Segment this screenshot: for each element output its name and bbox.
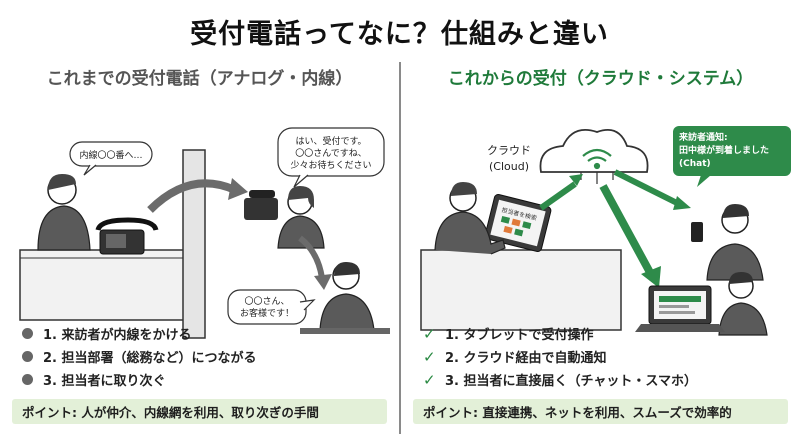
reception-phone-icon [244,190,278,220]
svg-text:来訪者通知:: 来訪者通知: [678,131,728,143]
wall-pillar [182,149,206,339]
gray-arrow-1 [147,179,237,213]
laptop-icon [635,285,725,332]
kiosk-desk [420,249,622,331]
cloud-steps: ✓1. タブレットで受付操作 ✓2. クラウド経由で自動通知 ✓3. 担当者に直… [423,322,793,391]
check-icon: ✓ [423,370,436,389]
cloud-icon [539,128,649,184]
center-divider [399,62,401,434]
cloud-step: ✓3. 担当者に直接届く（チャット・スマホ） [423,370,697,390]
laptop-user-figure [718,272,768,336]
staff-member-figure [300,262,390,334]
cloud-illustration: クラウド (Cloud) 担当者を検索 [420,126,791,336]
svg-text:〇〇さん、: 〇〇さん、 [244,296,289,307]
smartphone-icon [691,222,703,242]
legacy-illustration: 内線〇〇番へ… はい、受付です。 〇〇さんですね、 少々お待ちください [19,127,390,339]
green-arrow-laptop [599,184,657,280]
bullet-dot-icon [22,374,33,385]
page-title: 受付電話ってなに？仕組みと違い [190,19,609,50]
legacy-point: ポイント: 人が仲介、内線網を利用、取り次ぎの手間 [12,399,387,424]
phone-icon [95,217,159,255]
cloud-label: クラウド [487,144,531,157]
reception-speech-bubble: はい、受付です。 〇〇さんですね、 少々お待ちください [277,127,385,188]
legacy-steps: 1. 来訪者が内線をかける 2. 担当部署（総務など）につながる 3. 担当者に… [22,322,392,391]
gray-arrow-2 [298,235,325,279]
legacy-step: 1. 来訪者が内線をかける [22,322,392,345]
legacy-panel: これまでの受付電話（アナログ・内線） 内線〇〇番へ… [0,60,399,446]
cloud-step: ✓1. タブレットで受付操作 [423,324,594,344]
cloud-step: ✓2. クラウド経由で自動通知 [423,347,607,367]
green-arrow-phone [613,169,681,207]
svg-text:〇〇さんですね、: 〇〇さんですね、 [295,148,367,159]
legacy-step: 3. 担当者に取り次ぐ [22,368,392,391]
legacy-heading: これまでの受付電話（アナログ・内線） [46,69,353,89]
green-arrow-up [539,181,577,211]
legacy-step: 2. 担当部署（総務など）につながる [22,345,392,368]
chat-notification-bubble: 来訪者通知: 田中様が到着しました (Chat) [673,126,791,187]
visitor-bubble-text: 内線〇〇番へ… [79,149,142,161]
check-icon: ✓ [423,324,436,343]
svg-text:はい、受付です。: はい、受付です。 [295,135,366,147]
bullet-dot-icon [22,351,33,362]
visitor-figure [37,174,91,251]
reception-desk [19,249,201,321]
tablet-icon: 担当者を検索 [484,194,552,252]
visitor-speech-bubble: 内線〇〇番へ… [69,141,153,176]
svg-text:少々お待ちください: 少々お待ちください [290,159,371,171]
cloud-point: ポイント: 直接連携、ネットを利用、スムーズで効率的 [413,399,788,424]
cloud-panel: これからの受付（クラウド・システム） クラウド (Cloud) 担当者を検索 [401,60,799,446]
bullet-dot-icon [22,328,33,339]
smartphone-user-figure [691,204,764,281]
visitor-figure [434,182,506,255]
wifi-icon [582,148,612,170]
svg-text:(Chat): (Chat) [679,159,711,169]
reception-staff-figure [277,186,325,249]
svg-text:お客様です！: お客様です！ [240,307,294,319]
cloud-heading: これからの受付（クラウド・システム） [447,69,754,89]
svg-text:(Cloud): (Cloud) [489,160,529,173]
check-icon: ✓ [423,347,436,366]
svg-text:田中様が到着しました: 田中様が到着しました [679,144,769,156]
staff-speech-bubble: 〇〇さん、 お客様です！ [227,289,316,325]
